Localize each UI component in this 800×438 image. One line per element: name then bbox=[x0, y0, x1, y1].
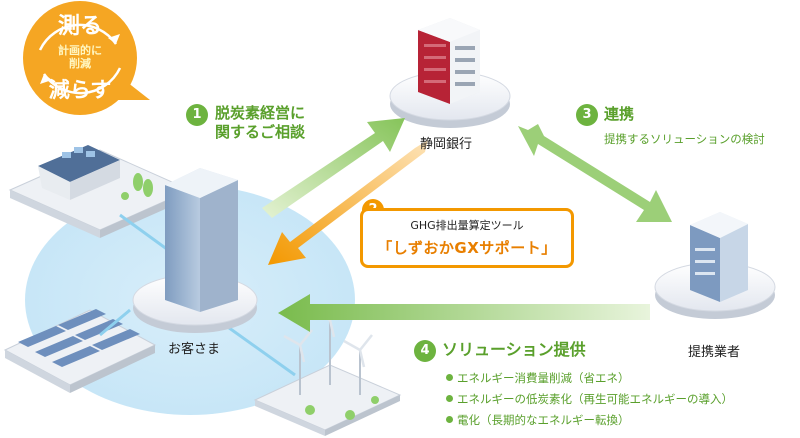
arrow-step1 bbox=[262, 118, 405, 218]
partner-label: 提携業者 bbox=[688, 345, 741, 360]
tool-label: GHG排出量算定ツール bbox=[410, 219, 524, 232]
bullet-dot bbox=[446, 374, 453, 381]
bank-label: 静岡銀行 bbox=[420, 137, 473, 152]
bullet-dot bbox=[446, 395, 453, 402]
gx-support-box: GHG排出量算定ツール 「しずおかGXサポート」 bbox=[360, 208, 574, 268]
step4-bullet: エネルギーの低炭素化（再生可能エネルギーの導入） bbox=[446, 391, 733, 407]
badge-middle-text: 計画的に 削減 bbox=[58, 44, 102, 70]
bullet-text: エネルギー消費量削減（省エネ） bbox=[457, 371, 630, 385]
arrow-step2 bbox=[268, 140, 428, 265]
step4-title: ソリューション提供 bbox=[442, 340, 586, 359]
step1-title: 脱炭素経営に 関するご相談 bbox=[215, 104, 306, 141]
badge-bubble bbox=[23, 1, 150, 115]
bullet-text: エネルギーの低炭素化（再生可能エネルギーの導入） bbox=[457, 392, 733, 406]
bullet-dot bbox=[446, 416, 453, 423]
bullet-text: 電化（長期的なエネルギー転換） bbox=[457, 413, 630, 427]
partner-building-illustration bbox=[654, 212, 776, 319]
badge-bottom-text: 減らす bbox=[48, 78, 112, 102]
step3-title: 連携 bbox=[604, 105, 635, 123]
bank-building-illustration bbox=[389, 18, 511, 128]
step4-bullet: エネルギー消費量削減（省エネ） bbox=[446, 370, 630, 386]
step4-bullet: 電化（長期的なエネルギー転換） bbox=[446, 412, 630, 428]
house-illustration bbox=[8, 145, 192, 238]
badge-top-text: 測る bbox=[57, 14, 102, 39]
tool-name: 「しずおかGXサポート」 bbox=[377, 239, 557, 257]
step4-number: 4 bbox=[414, 340, 436, 362]
step3-number: 3 bbox=[576, 104, 598, 126]
solar-panels-illustration bbox=[3, 309, 157, 393]
arrow-step4 bbox=[278, 294, 650, 332]
customer-building-illustration bbox=[132, 168, 258, 333]
arrow-step3 bbox=[518, 124, 672, 222]
step1-number: 1 bbox=[186, 104, 208, 126]
customer-label: お客さま bbox=[168, 342, 221, 357]
step3-subtitle: 提携するソリューションの検討 bbox=[604, 132, 765, 146]
